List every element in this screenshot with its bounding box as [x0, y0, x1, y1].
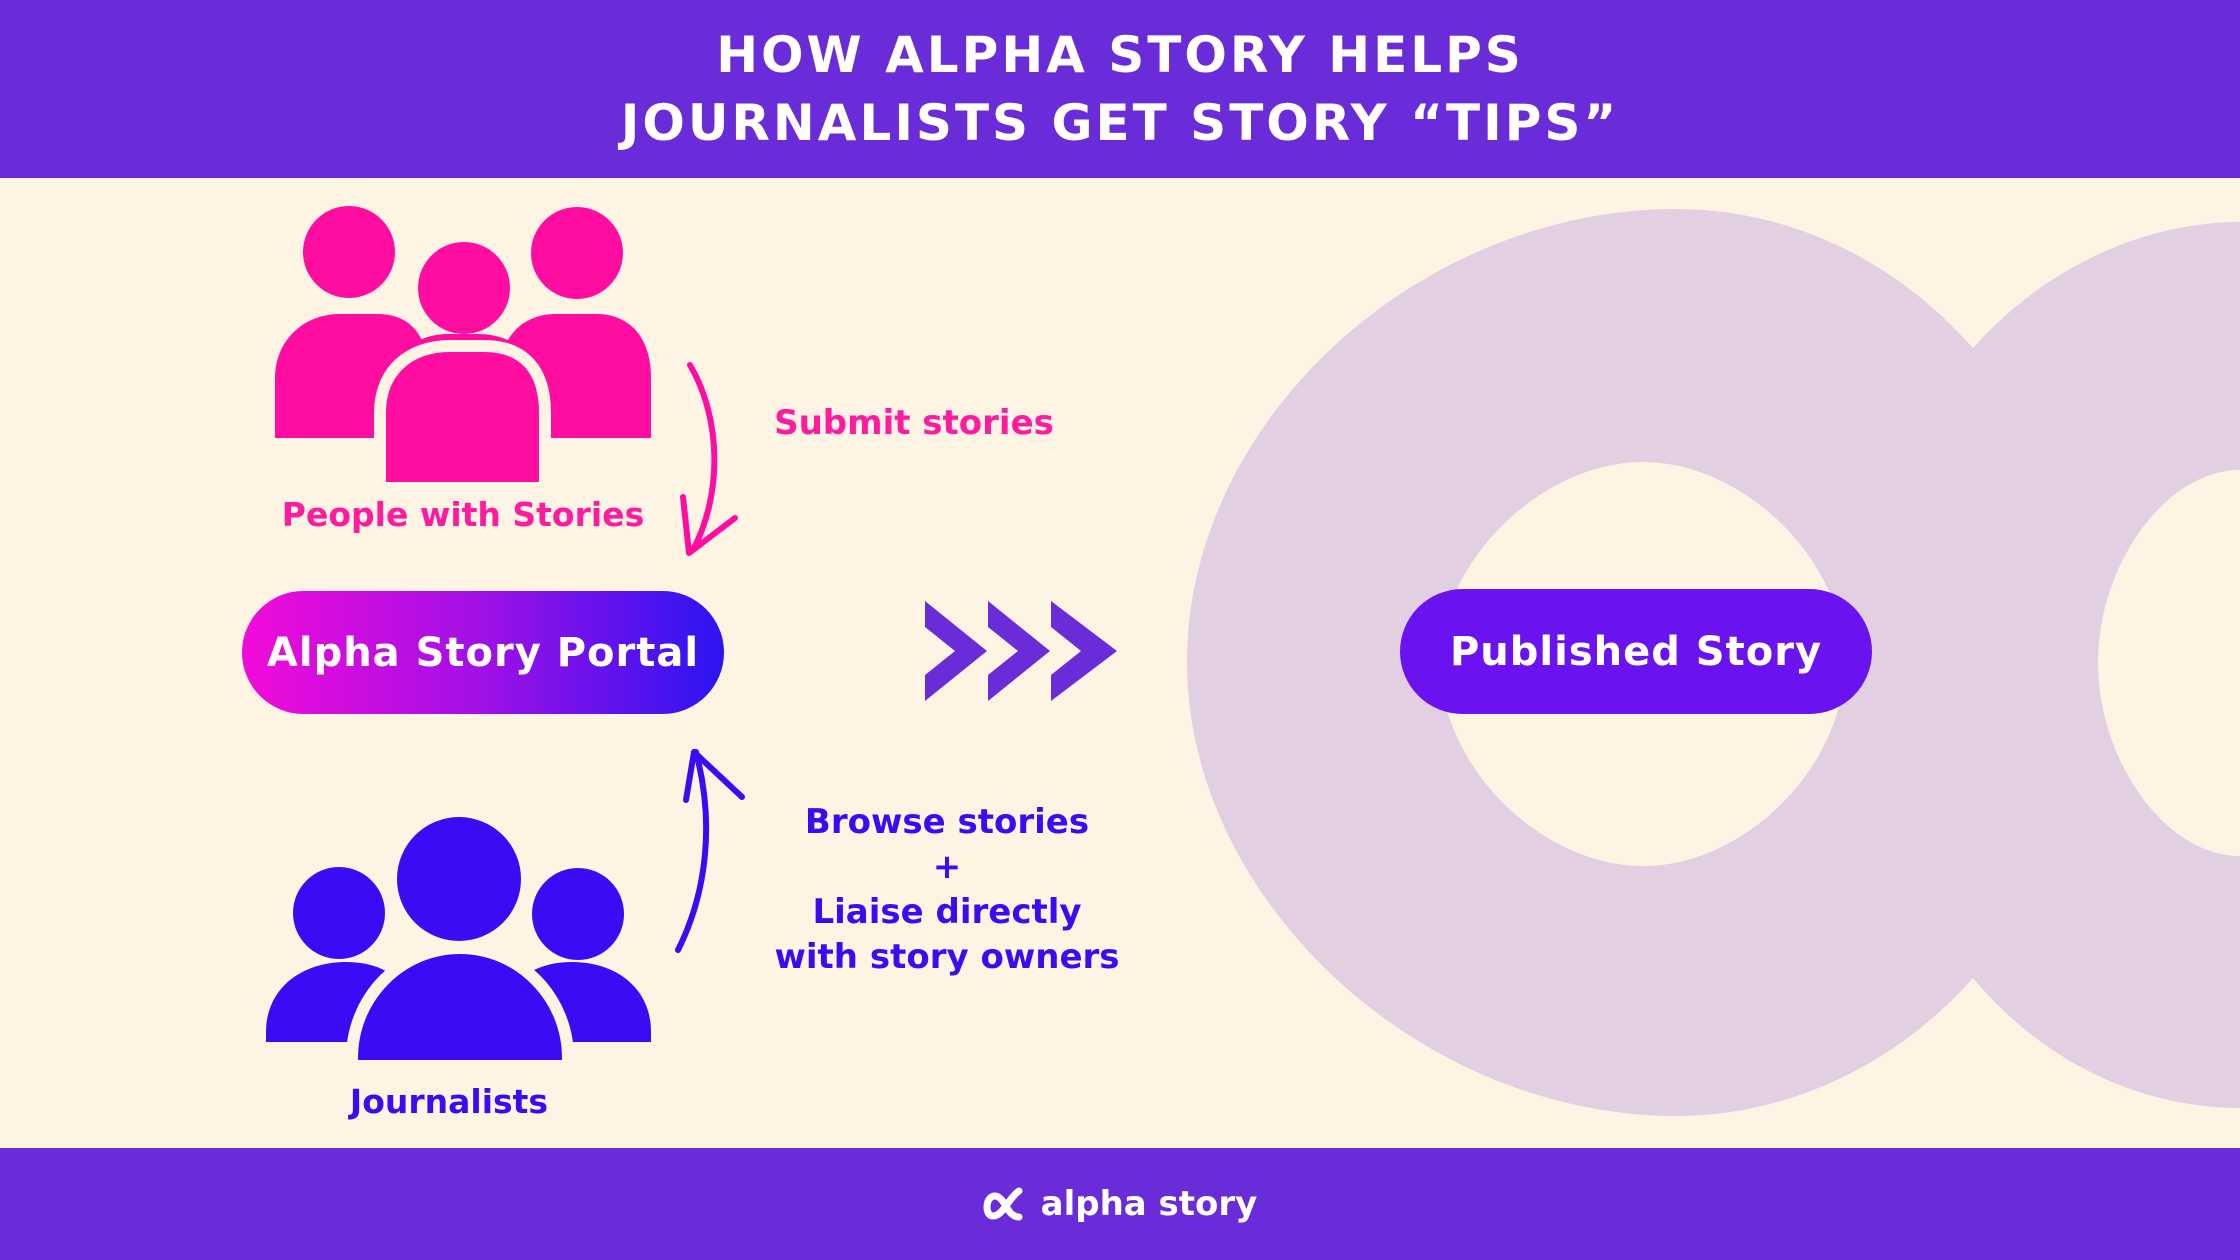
- browse-line-3: Liaise directly: [812, 892, 1082, 932]
- footer-brand-text: alpha story: [1040, 1184, 1258, 1224]
- published-story-node: Published Story: [1400, 589, 1872, 714]
- title-line-2: JOURNALISTS GET STORY “TIPS”: [620, 94, 1620, 152]
- alpha-symbol-icon: [983, 1187, 1023, 1221]
- journalists-label: Journalists: [349, 1082, 549, 1121]
- alpha-story-portal-node: Alpha Story Portal: [242, 591, 724, 714]
- title-line-1: HOW ALPHA STORY HELPS: [716, 26, 1524, 84]
- browse-stories-label: Browse stories + Liaise directly with st…: [774, 800, 1119, 980]
- submit-stories-label: Submit stories: [774, 403, 1054, 443]
- footer-band: alpha story: [0, 1148, 2240, 1260]
- header-band: HOW ALPHA STORY HELPS JOURNALISTS GET ST…: [0, 0, 2240, 178]
- browse-line-1: Browse stories: [804, 802, 1090, 842]
- browse-line-2: +: [932, 847, 962, 887]
- footer-brand: alpha story: [983, 1184, 1258, 1224]
- people-with-stories-label: People with Stories: [281, 495, 645, 534]
- browse-line-4: with story owners: [774, 937, 1120, 977]
